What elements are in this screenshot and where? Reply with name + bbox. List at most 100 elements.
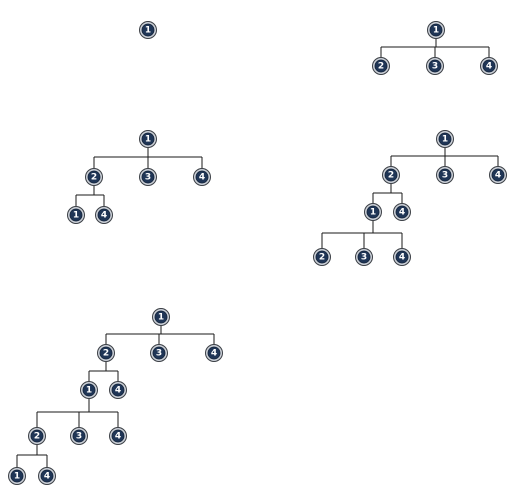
tree-node: 1 — [364, 203, 382, 221]
node-label: 4 — [115, 432, 121, 442]
tree-1: 1 — [139, 21, 157, 39]
node-label: 1 — [442, 135, 448, 145]
tree-node: 4 — [393, 248, 411, 266]
node-disc — [395, 205, 409, 219]
tree-node: 4 — [393, 203, 411, 221]
node-label: 3 — [361, 253, 367, 263]
node-label: 2 — [319, 253, 325, 263]
node-label: 3 — [442, 171, 448, 181]
node-label: 2 — [388, 171, 394, 181]
node-label: 2 — [103, 349, 109, 359]
tree-node: 2 — [28, 427, 46, 445]
node-disc — [99, 346, 113, 360]
tree-5: 1 2 3 4 1 4 2 3 4 1 4 — [8, 308, 223, 485]
node-disc — [428, 59, 442, 73]
node-label: 4 — [486, 62, 492, 72]
tree-node: 3 — [139, 168, 157, 186]
node-label: 4 — [115, 386, 121, 396]
node-disc — [395, 250, 409, 264]
node-disc — [152, 346, 166, 360]
node-label: 4 — [101, 211, 107, 221]
tree-node: 2 — [313, 248, 331, 266]
node-label: 4 — [495, 171, 501, 181]
tree-4: 1 2 3 4 1 4 2 3 4 — [313, 130, 507, 266]
node-disc — [366, 205, 380, 219]
node-disc — [97, 208, 111, 222]
tree-node: 3 — [355, 248, 373, 266]
tree-5-edges — [16, 325, 215, 468]
tree-node: 2 — [382, 166, 400, 184]
node-label: 1 — [86, 386, 92, 396]
tree-node: 4 — [38, 467, 56, 485]
node-label: 2 — [34, 432, 40, 442]
tree-node: 2 — [85, 168, 103, 186]
node-disc — [154, 310, 168, 324]
tree-4-nodes: 1 2 3 4 1 4 2 3 4 — [313, 130, 507, 266]
tree-2-nodes: 1 2 3 4 — [372, 21, 498, 75]
node-disc — [438, 132, 452, 146]
node-label: 3 — [145, 173, 151, 183]
node-disc — [315, 250, 329, 264]
node-label: 2 — [378, 62, 384, 72]
node-disc — [207, 346, 221, 360]
node-disc — [87, 170, 101, 184]
node-disc — [141, 23, 155, 37]
tree-node: 1 — [139, 130, 157, 148]
tree-node: 1 — [139, 21, 157, 39]
node-label: 1 — [158, 313, 164, 323]
node-disc — [69, 208, 83, 222]
node-label: 1 — [370, 208, 376, 218]
node-label: 4 — [399, 253, 405, 263]
node-disc — [10, 469, 24, 483]
node-disc — [482, 59, 496, 73]
tree-5-nodes: 1 2 3 4 1 4 2 3 4 1 4 — [8, 308, 223, 485]
node-label: 4 — [44, 472, 50, 482]
node-label: 4 — [199, 173, 205, 183]
node-disc — [384, 168, 398, 182]
node-label: 1 — [145, 135, 151, 145]
tree-1-nodes: 1 — [139, 21, 157, 39]
tree-node: 1 — [436, 130, 454, 148]
node-label: 4 — [211, 349, 217, 359]
tree-node: 1 — [80, 381, 98, 399]
tree-node: 4 — [489, 166, 507, 184]
node-disc — [111, 383, 125, 397]
tree-node: 4 — [480, 57, 498, 75]
tree-node: 3 — [426, 57, 444, 75]
tree-node: 2 — [372, 57, 390, 75]
tree-node: 4 — [95, 206, 113, 224]
node-disc — [111, 429, 125, 443]
tree-3-edges — [75, 147, 203, 207]
tree-2-edges — [380, 38, 490, 58]
tree-node: 1 — [67, 206, 85, 224]
tree-node: 3 — [436, 166, 454, 184]
node-label: 3 — [76, 432, 82, 442]
node-disc — [374, 59, 388, 73]
node-disc — [40, 469, 54, 483]
tree-node: 4 — [193, 168, 211, 186]
tree-node: 1 — [8, 467, 26, 485]
node-disc — [82, 383, 96, 397]
node-label: 1 — [73, 211, 79, 221]
tree-3-nodes: 1 2 3 4 1 4 — [67, 130, 211, 224]
node-disc — [429, 23, 443, 37]
tree-node: 4 — [109, 427, 127, 445]
tree-node: 3 — [150, 344, 168, 362]
node-disc — [72, 429, 86, 443]
tree-node: 4 — [109, 381, 127, 399]
node-disc — [491, 168, 505, 182]
node-label: 1 — [145, 26, 151, 36]
tree-node: 3 — [70, 427, 88, 445]
node-disc — [141, 170, 155, 184]
tree-node: 4 — [205, 344, 223, 362]
tree-node: 1 — [152, 308, 170, 326]
node-label: 1 — [14, 472, 20, 482]
node-disc — [30, 429, 44, 443]
tree-node: 1 — [427, 21, 445, 39]
tree-3: 1 2 3 4 1 4 — [67, 130, 211, 224]
node-disc — [141, 132, 155, 146]
node-label: 4 — [399, 208, 405, 218]
tree-4-edges — [321, 147, 499, 249]
